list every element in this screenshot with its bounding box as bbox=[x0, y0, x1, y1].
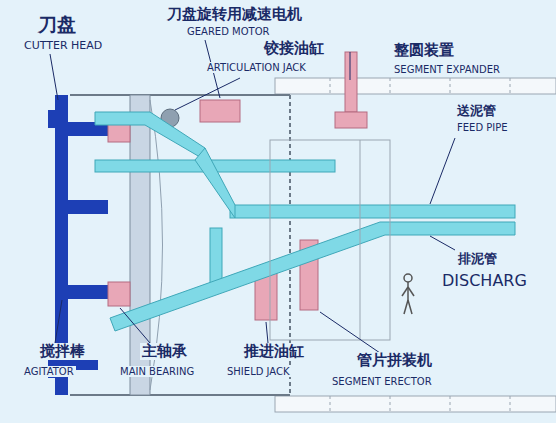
part-label: 送泥管 bbox=[455, 104, 498, 118]
part-label: 搅拌棒 bbox=[38, 343, 87, 360]
part-label: 管片拼装机 bbox=[355, 352, 434, 369]
part-label: AGITATOR bbox=[22, 366, 76, 377]
part-label: 推进油缸 bbox=[242, 343, 306, 360]
part-label: FEED PIPE bbox=[455, 122, 510, 133]
part-label: 主轴承 bbox=[140, 343, 189, 360]
part-label: 刀盘旋转用减速电机 bbox=[165, 6, 304, 23]
part-label: SHIELD JACK bbox=[225, 366, 292, 377]
part-label: DISCHARG bbox=[440, 272, 529, 290]
part-label: ARTICULATION JACK bbox=[205, 62, 308, 73]
part-label: CUTTER HEAD bbox=[22, 40, 104, 52]
part-label: SEGMENT EXPANDER bbox=[392, 64, 502, 75]
part-label: 铰接油缸 bbox=[262, 40, 326, 57]
part-label: 整圆装置 bbox=[392, 42, 456, 59]
part-label: GEARED MOTOR bbox=[185, 26, 271, 37]
part-label: 刀盘 bbox=[36, 14, 78, 35]
part-label: SEGMENT ERECTOR bbox=[330, 376, 434, 387]
part-label: MAIN BEARING bbox=[118, 366, 196, 377]
part-label: 排泥管 bbox=[456, 252, 499, 266]
